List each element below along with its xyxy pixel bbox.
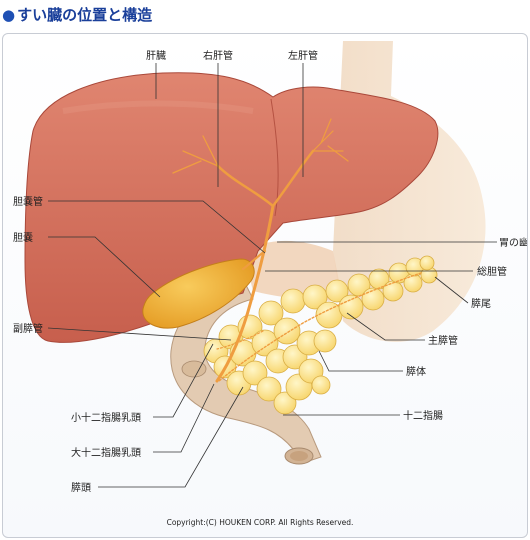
label-minor-papilla: 小十二指腸乳頭 bbox=[71, 411, 141, 424]
pancreas bbox=[203, 255, 438, 415]
pancreas-diagram: 肝臓 右肝管 左肝管 胆嚢管 胆嚢 副膵管 小十二指腸乳頭 大十二指腸乳頭 膵頭… bbox=[13, 41, 527, 527]
label-major-papilla: 大十二指腸乳頭 bbox=[71, 446, 141, 459]
ducts bbox=[172, 118, 422, 383]
label-common-bile-duct: 総胆管 bbox=[477, 265, 507, 278]
label-accessory-pancreatic-duct: 副膵管 bbox=[13, 322, 43, 335]
label-pylorus: 胃の幽門 bbox=[499, 237, 527, 249]
label-pancreatic-tail: 膵尾 bbox=[471, 298, 491, 310]
label-pancreatic-body: 膵体 bbox=[406, 366, 426, 378]
copyright-text: Copyright:(C) HOUKEN CORP. All Rights Re… bbox=[167, 518, 354, 527]
label-cystic-duct: 胆嚢管 bbox=[13, 195, 43, 208]
label-pancreatic-head: 膵頭 bbox=[71, 482, 91, 494]
diagram-frame: 肝臓 右肝管 左肝管 胆嚢管 胆嚢 副膵管 小十二指腸乳頭 大十二指腸乳頭 膵頭… bbox=[2, 33, 528, 538]
page-title-text: すい臓の位置と構造 bbox=[17, 6, 153, 24]
label-duodenum: 十二指腸 bbox=[403, 409, 443, 422]
label-main-pancreatic-duct: 主膵管 bbox=[428, 334, 458, 347]
label-gallbladder: 胆嚢 bbox=[13, 231, 33, 244]
gallbladder-shape bbox=[142, 258, 255, 329]
liver bbox=[24, 72, 439, 343]
label-left-hepatic-duct: 左肝管 bbox=[288, 49, 318, 62]
title-bullet-icon: ● bbox=[2, 6, 16, 24]
label-liver: 肝臓 bbox=[146, 50, 166, 62]
leader-lines bbox=[47, 63, 497, 488]
label-right-hepatic-duct: 右肝管 bbox=[203, 49, 233, 62]
page-title: ●すい臓の位置と構造 bbox=[2, 4, 152, 25]
